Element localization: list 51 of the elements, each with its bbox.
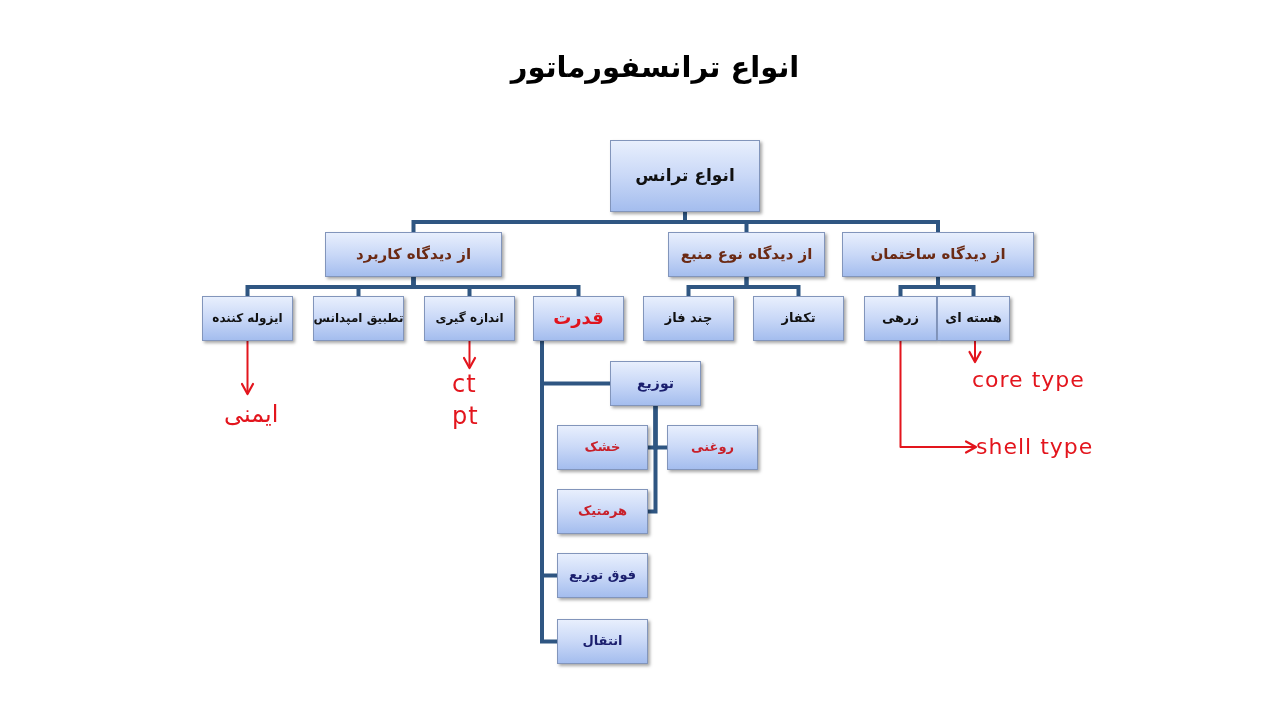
- category-box: [202, 296, 293, 341]
- category-box: [424, 296, 515, 341]
- arrow: [240, 340, 255, 396]
- box-label: اندازه گیری: [435, 311, 504, 326]
- connector-line: [648, 406, 658, 514]
- category-box: [643, 296, 734, 341]
- arrow: [462, 340, 477, 370]
- arrow: [899, 340, 978, 454]
- box-label: تکفاز: [781, 310, 816, 327]
- box-label: روغنی: [691, 439, 734, 456]
- arrow: [968, 340, 982, 364]
- box-label: هسته ای: [945, 310, 1002, 327]
- connector-line: [683, 212, 940, 232]
- box-label: از دیدگاه نوع منبع: [680, 245, 813, 264]
- category-box: [610, 140, 760, 212]
- connector-line: [540, 341, 557, 644]
- box-label: هرمتیک: [577, 503, 628, 520]
- box-label: زرهی: [881, 310, 920, 327]
- box-label: ایزوله کننده: [212, 311, 283, 326]
- category-box: [842, 232, 1034, 277]
- category-box: [610, 361, 701, 406]
- category-box: [325, 232, 502, 277]
- category-box: [533, 296, 624, 341]
- box-label: انتقال: [582, 633, 623, 650]
- connector-line: [744, 277, 801, 296]
- box-label: قدرت: [553, 307, 604, 330]
- category-box: [668, 232, 825, 277]
- category-box: [667, 425, 758, 470]
- category-box: [557, 553, 648, 598]
- connector-line: [411, 277, 581, 296]
- category-box: [557, 619, 648, 664]
- box-label: از دیدگاه ساختمان: [870, 245, 1006, 264]
- box-label: انواع ترانس: [635, 165, 735, 187]
- category-box: [313, 296, 404, 341]
- connector-line: [936, 277, 976, 296]
- box-label: تطبیق امپدانس: [313, 311, 404, 326]
- handwritten-note: shell type: [976, 425, 1094, 469]
- handwritten-note: ایمنی: [224, 394, 279, 434]
- category-box: [557, 489, 648, 534]
- box-label: فوق توزیع: [568, 567, 637, 584]
- box-label: از دیدگاه کاربرد: [355, 245, 472, 264]
- category-box: [864, 296, 937, 341]
- category-box: [557, 425, 648, 470]
- box-label: چند فاز: [664, 310, 713, 327]
- category-box: [753, 296, 844, 341]
- box-label: خشک: [584, 439, 621, 456]
- diagram-title: انواع ترانسفورماتور: [510, 50, 800, 85]
- handwritten-note: ct pt: [452, 368, 479, 432]
- box-label: توزیع: [637, 374, 674, 393]
- handwritten-note: core type: [972, 362, 1085, 398]
- category-box: [937, 296, 1010, 341]
